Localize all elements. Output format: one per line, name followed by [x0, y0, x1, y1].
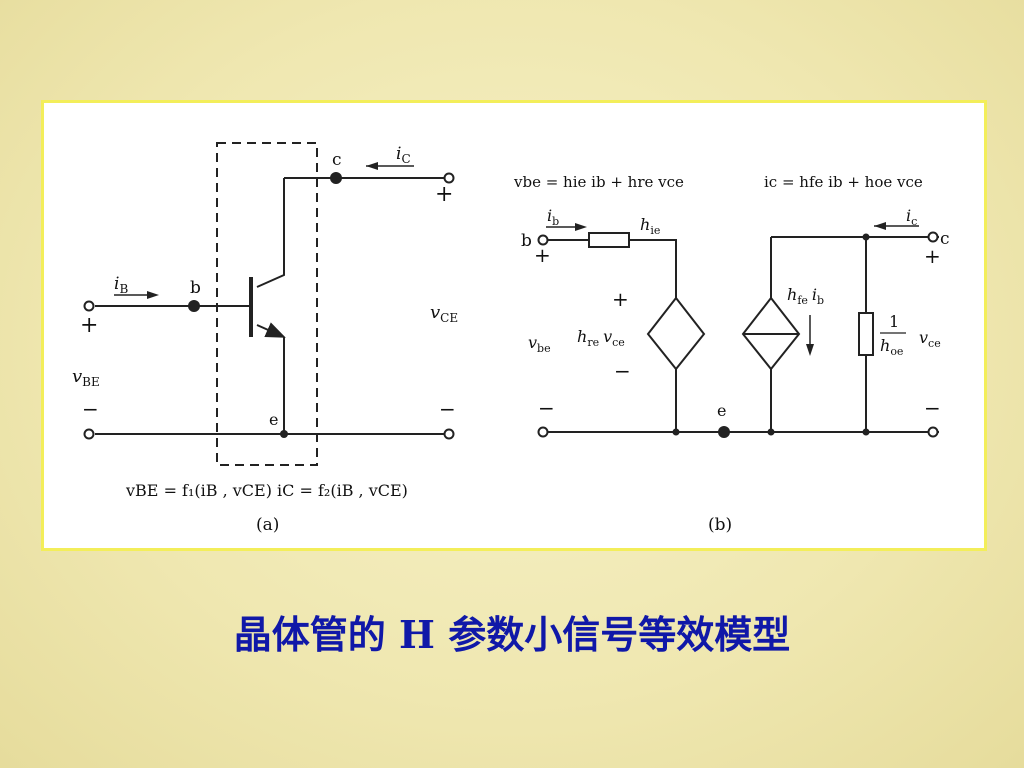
label-b: b: [190, 278, 201, 298]
label-e: e: [269, 410, 278, 429]
title-right: 参数小信号等效模型: [448, 613, 791, 657]
caption-b: (b): [708, 515, 732, 535]
label-minus-out: −: [439, 397, 456, 421]
label-ic: ic: [906, 206, 917, 228]
label-vce: vce: [919, 328, 941, 350]
label-iB: iB: [114, 274, 128, 296]
title-h: H: [399, 612, 435, 657]
node-bottom-3: [862, 428, 870, 436]
circuit-b: vbe = hie ib + hre vce ic = hfe ib + hoe…: [513, 173, 950, 535]
label-minus-out-b: −: [924, 396, 941, 420]
label-one: 1: [889, 312, 899, 331]
label-vbe: vbe: [528, 333, 551, 355]
equation-vbe: vbe = hie ib + hre vce: [513, 173, 684, 191]
label-vCE: vCE: [430, 302, 458, 325]
label-minus-in: −: [82, 397, 99, 421]
node-bottom-1: [672, 428, 680, 436]
equation-a: vBE = f₁(iB , vCE) iC = f₂(iB , vCE): [125, 481, 408, 500]
label-plus-in-b: +: [534, 243, 551, 267]
hfe-arrow-head: [806, 344, 814, 356]
terminal-out-ground: [443, 428, 455, 440]
ib-arrow-head-b: [575, 223, 587, 231]
node-e-b: [718, 426, 730, 438]
label-ib: ib: [547, 206, 559, 228]
equation-ic: ic = hfe ib + hoe vce: [764, 173, 923, 191]
wire-hie-to-source: [629, 239, 677, 298]
label-e-b: e: [717, 401, 726, 420]
terminal-in-ground: [83, 428, 95, 440]
hoe-resistor: [858, 312, 874, 356]
slide-title: 晶体管的 H 参数小信号等效模型: [0, 604, 1024, 659]
label-plus-out-b: +: [924, 244, 941, 268]
label-hie: hie: [640, 215, 660, 237]
label-b-b: b: [521, 231, 532, 251]
caption-a: (a): [256, 515, 279, 535]
node-c: [330, 172, 342, 184]
title-left: 晶体管的: [233, 613, 386, 657]
figure-panel: c iC + iB b + vCE vBE − − e vBE = f₁(iB …: [41, 100, 987, 551]
emitter-arrow: [256, 322, 286, 338]
label-plus-out: +: [435, 182, 453, 207]
terminal-out-ground-b: [927, 426, 939, 438]
ic-arrow-head: [366, 162, 378, 170]
label-hoe: hoe: [880, 336, 903, 358]
ib-arrow-head: [147, 291, 159, 299]
terminal-c: [927, 231, 939, 243]
terminal-c-out: [443, 172, 455, 184]
node-b: [188, 300, 200, 312]
collector-lead: [256, 178, 285, 288]
hie-resistor: [588, 232, 630, 248]
node-bottom-2: [767, 428, 775, 436]
label-iC: iC: [396, 144, 411, 166]
label-minus-source: −: [614, 359, 631, 383]
ic-arrow-head-b: [874, 222, 886, 230]
transistor-box: [216, 142, 318, 466]
node-top-right: [862, 233, 870, 241]
label-vBE: vBE: [72, 366, 100, 389]
circuit-a: c iC + iB b + vCE vBE − − e vBE = f₁(iB …: [72, 142, 458, 535]
label-c-b: c: [940, 229, 950, 249]
terminal-in-ground-b: [537, 426, 549, 438]
label-plus-source: +: [612, 287, 629, 311]
label-minus-in-b: −: [538, 396, 555, 420]
vcvs-diamond: [646, 296, 706, 371]
terminal-b: [537, 234, 549, 246]
node-e: [280, 430, 288, 438]
label-c: c: [332, 150, 342, 170]
terminal-b-in: [83, 300, 95, 312]
label-plus-in: +: [80, 313, 98, 338]
circuit-diagram: c iC + iB b + vCE vBE − − e vBE = f₁(iB …: [72, 142, 950, 535]
